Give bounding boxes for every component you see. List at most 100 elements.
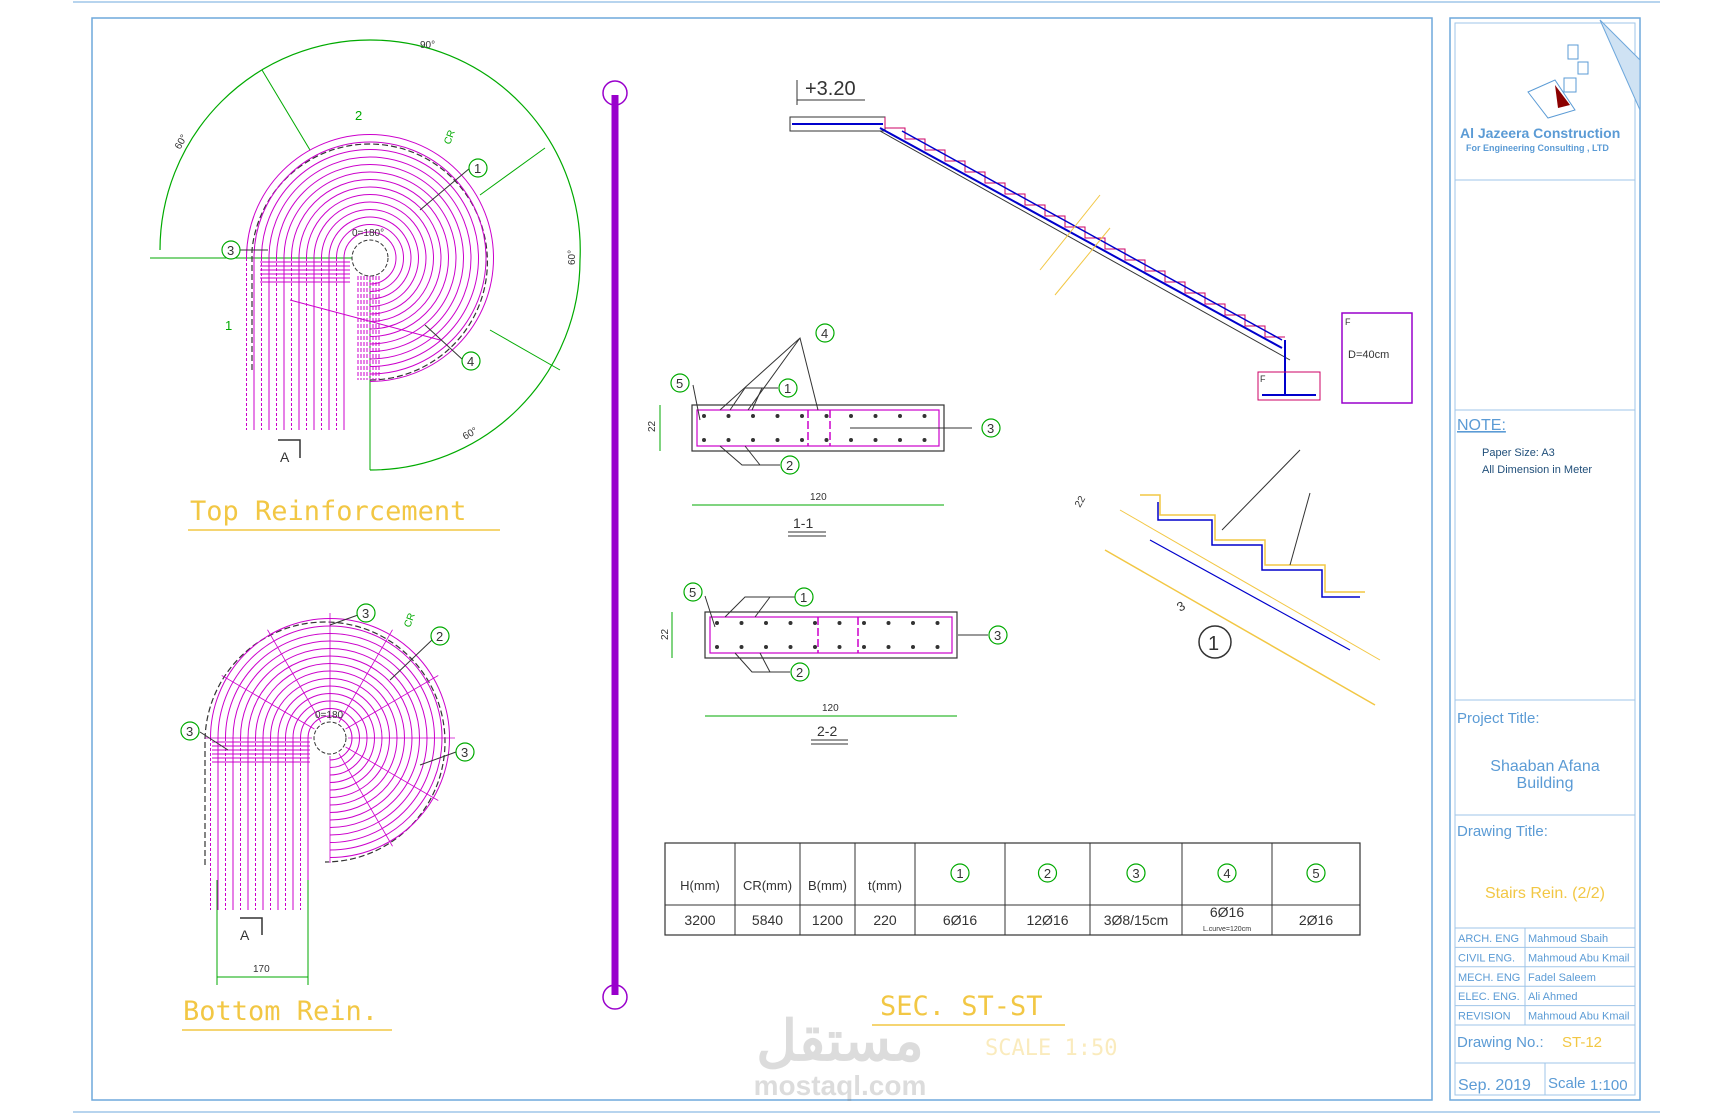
section-1-1-ties — [807, 410, 831, 446]
section-a-text-top: A — [280, 449, 290, 465]
sec11-bottom-bar — [873, 438, 878, 442]
sec11-bubble-2 — [780, 455, 800, 475]
bottom-ring-bar — [240, 648, 420, 828]
company-sub: For Engineering Consulting , LTD — [1466, 143, 1609, 153]
top-ring-bar — [246, 134, 494, 382]
top-ring-bar — [276, 164, 464, 352]
cr-label-top: CR — [442, 129, 457, 146]
callout-leader-4 — [424, 324, 464, 361]
sec11-bottom-bar — [726, 438, 731, 442]
section-mark-2: 2 — [355, 108, 362, 123]
top-ring-bar — [343, 231, 397, 285]
detail-slab-top — [1119, 509, 1381, 661]
sec22-top-bar — [935, 621, 940, 625]
b-callout-2-text: 2 — [436, 629, 443, 644]
sec22-top-bar — [764, 621, 768, 625]
sec22-top-bar — [788, 621, 793, 625]
b-callout-3b-text: 3 — [186, 724, 193, 739]
company-name: Al Jazeera Construction — [1460, 125, 1620, 141]
staff-name: Mahmoud Abu Kmail — [1528, 952, 1630, 964]
bottom-ring-bar — [262, 670, 398, 806]
sec22-callout-2-text: 2 — [796, 665, 803, 680]
angle-arc-top — [369, 39, 581, 261]
b-callout-3c-text: 3 — [461, 745, 468, 760]
project-title-line2: Building — [1517, 775, 1574, 792]
callout-1-text: 1 — [474, 161, 481, 176]
section-a-marker-top — [278, 439, 301, 458]
bottom-ring-bar — [225, 633, 435, 843]
sec22-bottom-bar — [715, 645, 719, 649]
section-st-scale: SCALE 1:50 — [985, 1036, 1117, 1061]
schedule-header-bubble — [1037, 863, 1058, 883]
sec11-callout-1-text: 1 — [784, 381, 791, 396]
top-ring-bar — [336, 224, 404, 292]
sec11-leader-1 — [729, 387, 778, 411]
sec11-bottom-bar — [898, 438, 902, 442]
sec11-top-bar — [775, 414, 780, 418]
sec22-bubble-1 — [794, 587, 814, 607]
stair-soffit — [879, 130, 1291, 361]
bottom-ring-bar — [270, 678, 390, 798]
project-title-label: Project Title: — [1457, 710, 1540, 727]
stair-footing — [1257, 371, 1321, 401]
sec22-height-dim: 22 — [660, 628, 671, 640]
bottom-plan-core — [313, 721, 347, 755]
project-title-line1: Shaaban Afana — [1490, 758, 1600, 775]
sec11-bottom-bar — [702, 438, 706, 442]
sec22-top-bar — [739, 621, 744, 625]
schedule-header-bubble — [1126, 863, 1146, 883]
bottom-ring-bar — [232, 640, 428, 836]
staff-name: Ali Ahmed — [1528, 991, 1578, 1003]
schedule-value-cell: 1200 — [812, 912, 843, 928]
bottom-ring-bar — [277, 685, 383, 791]
sec22-bubble-5 — [683, 582, 703, 602]
schedule-header-cell: 5 — [1312, 866, 1319, 881]
schedule-header-cell: 2 — [1044, 866, 1051, 881]
sec11-label: 1-1 — [793, 515, 813, 531]
schedule-value-cell: 3Ø8/15cm — [1104, 912, 1169, 928]
top-radial-bar — [289, 299, 441, 341]
sec11-bottom-bar — [775, 438, 780, 442]
schedule-value-cell: 6Ø16 — [1210, 904, 1244, 920]
sec11-height-dim: 22 — [647, 420, 658, 432]
section-a-text-bottom: A — [240, 927, 250, 943]
top-plan-straight-bars — [260, 261, 380, 380]
detail-dim-3: 3 — [1174, 598, 1188, 615]
scale-value: 1:100 — [1590, 1077, 1628, 1094]
bottom-plan-rebar-rings — [210, 618, 450, 910]
bottom-reinforcement-plan: 0=180 CR 3 2 3 3 A 170 Bottom Rein. — [180, 603, 475, 1031]
section-st-title: SEC. ST-ST — [880, 991, 1043, 1022]
sec11-top-bar — [873, 414, 878, 418]
sec22-leader-5 — [704, 595, 716, 628]
section-2-2-bars — [715, 621, 940, 649]
section-1-1: 3 4 5 1 2 22 120 1-1 — [647, 323, 1001, 537]
logo-block-3 — [1563, 77, 1577, 93]
top-ring-bar — [313, 201, 427, 315]
top-ring-bar — [261, 149, 479, 367]
sec11-bottom-bar — [751, 438, 755, 442]
bottom-ring-bar — [255, 663, 405, 813]
logo-shape — [1527, 79, 1576, 119]
sec22-bubble-3 — [988, 625, 1008, 645]
sec22-top-bar — [886, 621, 891, 625]
callout-bubble-1 — [468, 158, 488, 178]
sec22-bottom-bar — [911, 645, 915, 649]
b-callout-leader-3b — [199, 731, 229, 751]
sec22-bottom-bar — [935, 645, 940, 649]
sec22-bottom-bar — [764, 645, 768, 649]
company-logo — [1527, 19, 1641, 119]
callout-leader-1 — [419, 167, 471, 211]
sec22-top-bar — [813, 621, 817, 625]
schedule-value-cell: 12Ø16 — [1026, 912, 1068, 928]
callout-4-text: 4 — [467, 354, 474, 369]
sec22-top-bar — [715, 621, 719, 625]
sec22-callout-3-text: 3 — [994, 628, 1001, 643]
staff-name: Fadel Saleem — [1528, 972, 1596, 984]
schedule-value-cell: 3200 — [684, 912, 715, 928]
bottom-ring-bar — [292, 700, 368, 776]
b-callout-bubble-3a — [356, 603, 376, 623]
detail-soffit — [1104, 549, 1376, 706]
section-cut-line — [602, 80, 628, 1010]
sec11-top-bar — [849, 414, 853, 418]
sec11-bottom-bar — [824, 438, 829, 442]
